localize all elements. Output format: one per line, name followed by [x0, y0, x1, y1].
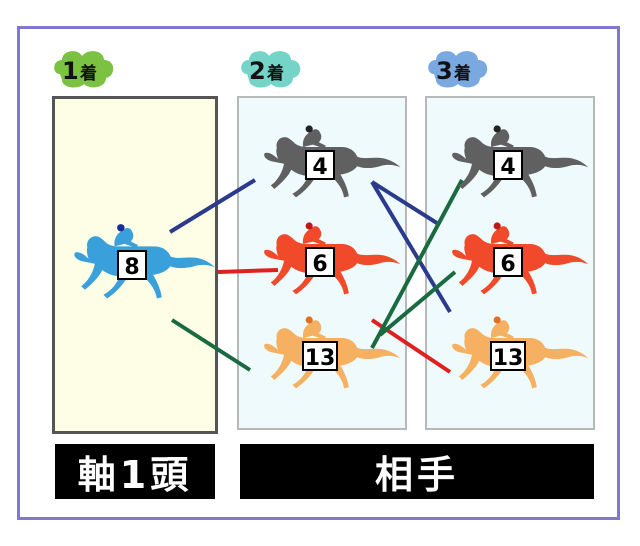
- jockey-cap-icon: [117, 224, 125, 232]
- connection-line-8-to-4: [168, 178, 257, 234]
- horse-number: 13: [493, 346, 524, 371]
- connection-lines: [168, 178, 464, 374]
- partner-horse-4-col3: [452, 125, 589, 198]
- cloud-badge-icon: [241, 51, 301, 88]
- place-number: 3: [436, 57, 453, 85]
- connection-line-4-to-6: [370, 180, 442, 227]
- place-badge-3rd: 3 着: [424, 46, 494, 94]
- place-badge-2nd: 2 着: [237, 46, 307, 94]
- axis-label: 軸1頭: [55, 444, 215, 499]
- horse-number: 4: [312, 155, 327, 180]
- partner-horse-13-col3: [452, 316, 589, 389]
- connection-line-8-to-6: [217, 268, 279, 274]
- horse-number-label: 6: [493, 247, 523, 277]
- partner-label: 相手: [240, 444, 594, 499]
- partner-horse-6-col2: [264, 222, 401, 295]
- place-suffix: 着: [266, 63, 284, 84]
- jockey-cap-icon: [493, 222, 501, 230]
- horse-number: 8: [124, 255, 139, 280]
- horse-number: 6: [312, 252, 327, 277]
- partner-horse-4-col2: [264, 125, 401, 198]
- place-number: 1: [62, 57, 79, 85]
- horse-number-label: 4: [305, 150, 335, 180]
- jockey-cap-icon: [305, 125, 313, 133]
- horse-number: 13: [305, 346, 336, 371]
- axis-horse-8: [74, 224, 216, 299]
- place-suffix: 着: [453, 63, 471, 84]
- horse-markers: 8 4 4 6 6 13 13: [74, 125, 589, 389]
- partner-horse-6-col3: [452, 222, 589, 295]
- horse-number-label: 13: [490, 341, 526, 371]
- cloud-badge-icon: [428, 51, 488, 88]
- horse-number: 6: [500, 252, 515, 277]
- horse-number-label: 6: [305, 247, 335, 277]
- horse-number-label: 13: [302, 341, 338, 371]
- jockey-cap-icon: [305, 222, 313, 230]
- connection-line-13-to-6: [378, 270, 457, 337]
- horse-number-label: 4: [493, 150, 523, 180]
- connection-line-13-to-4: [370, 179, 464, 349]
- cloud-badge-icon: [54, 51, 114, 88]
- jockey-cap-icon: [493, 125, 501, 133]
- jockey-cap-icon: [305, 316, 313, 324]
- place-badge-1st: 1 着: [50, 46, 120, 94]
- horse-number: 4: [500, 155, 515, 180]
- partner-horse-13-col2: [264, 316, 401, 389]
- horse-number-label: 8: [117, 250, 147, 280]
- connection-line-4-to-13: [370, 180, 452, 314]
- place-number: 2: [249, 57, 266, 85]
- connection-line-8-to-13: [170, 318, 252, 372]
- place-suffix: 着: [79, 63, 97, 84]
- jockey-cap-icon: [493, 316, 501, 324]
